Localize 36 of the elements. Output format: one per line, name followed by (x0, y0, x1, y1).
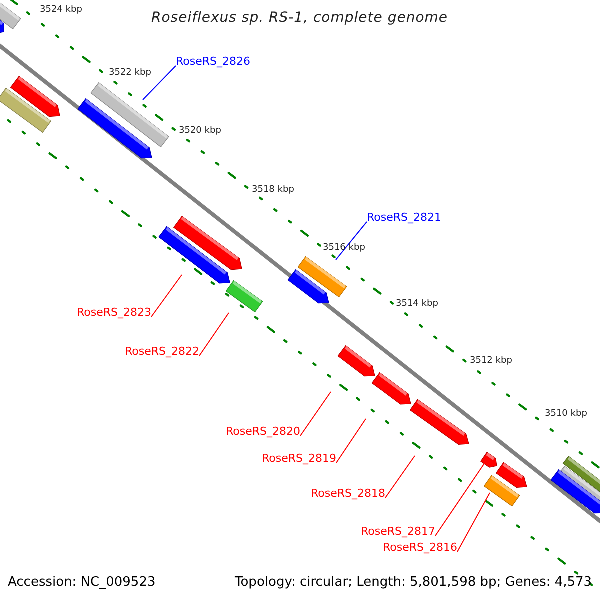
gene-label: RoseRS_2818 (311, 488, 386, 499)
leader-line (151, 274, 182, 318)
gene-label: RoseRS_2819 (262, 453, 336, 464)
scale-label: 3520 kbp (179, 127, 222, 136)
scale-label: 3514 kbp (396, 300, 438, 309)
gene-bar (90, 82, 170, 148)
scale-label: 3516 kbp (323, 244, 366, 253)
gene-label: RoseRS_2823 (77, 307, 152, 318)
gene-label: RoseRS_2821 (367, 212, 442, 223)
gene-label: RoseRS_2822 (125, 346, 200, 357)
leader-line (385, 456, 416, 498)
gene-bar (226, 280, 264, 313)
scale-label: 3512 kbp (470, 357, 512, 366)
leader-line (336, 222, 368, 260)
gene-bar (372, 372, 412, 405)
accession-text: Accession: NC_009523 (8, 576, 156, 589)
leader-line (199, 312, 230, 356)
leader-line (435, 462, 486, 536)
leader-line (142, 66, 176, 100)
title: Roseiflexus sp. RS-1, complete genome (152, 11, 448, 25)
scale-label: 3510 kbp (545, 410, 588, 419)
scale-label: 3518 kbp (252, 186, 294, 195)
gene-bar (480, 452, 498, 468)
genome-summary: Topology: circular; Length: 5,801,598 bp; Genes: 4,573 (235, 576, 592, 589)
scale-label: 3524 kbp (40, 6, 82, 15)
leader-line (300, 392, 332, 436)
gene-label: RoseRS_2826 (176, 56, 250, 67)
gene-bar (298, 256, 348, 298)
gene-label: RoseRS_2820 (226, 426, 300, 437)
leader-line (336, 418, 366, 464)
gene-label: RoseRS_2817 (361, 526, 436, 537)
leader-line (457, 492, 490, 552)
gene-bar (338, 345, 376, 377)
gene-bar (410, 399, 470, 445)
gene-label: RoseRS_2816 (383, 542, 458, 553)
gene-bar (484, 475, 520, 507)
